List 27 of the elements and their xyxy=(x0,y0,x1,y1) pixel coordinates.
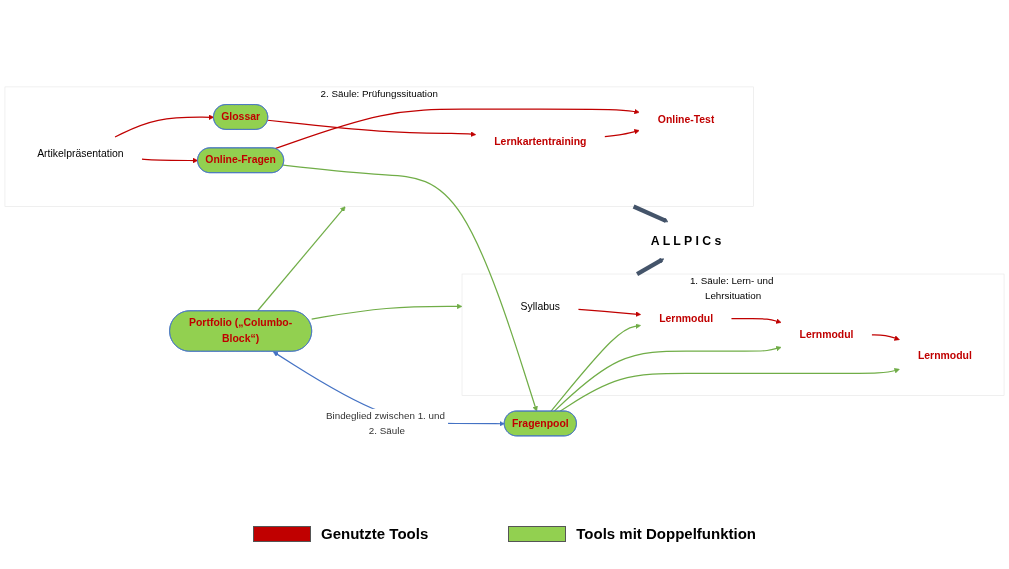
node-text: Online-Test xyxy=(657,113,715,125)
edge-label: Bindeglied zwischen 1. und 2. Säule xyxy=(325,410,445,436)
arrow xyxy=(550,323,641,412)
arrow xyxy=(267,119,477,137)
arrow xyxy=(311,303,463,320)
node-text: Syllabus xyxy=(520,300,561,313)
node-text: Lernmodul xyxy=(659,312,714,325)
node-text: A L L P I C s xyxy=(650,233,722,247)
arrow xyxy=(632,204,669,223)
node-text: Artikelpräsentation xyxy=(37,148,124,160)
arrow xyxy=(114,114,215,138)
arrow xyxy=(141,157,199,164)
arrow xyxy=(730,318,782,324)
arrow xyxy=(274,108,640,150)
arrow xyxy=(604,128,640,138)
legend-label: Genutzte Tools xyxy=(321,525,429,542)
node-text: Lernkartentraining xyxy=(494,135,587,148)
node-text: Lernmodul xyxy=(799,328,854,341)
arrow xyxy=(636,257,665,276)
arrow xyxy=(257,206,346,312)
arrow xyxy=(577,308,641,317)
arrow xyxy=(553,345,782,412)
arrow xyxy=(282,164,538,412)
legend-label: Tools mit Doppelfunktion xyxy=(576,525,756,542)
arrow xyxy=(559,368,900,412)
node-text: Lernmodul xyxy=(917,349,972,362)
arrow xyxy=(871,334,900,341)
